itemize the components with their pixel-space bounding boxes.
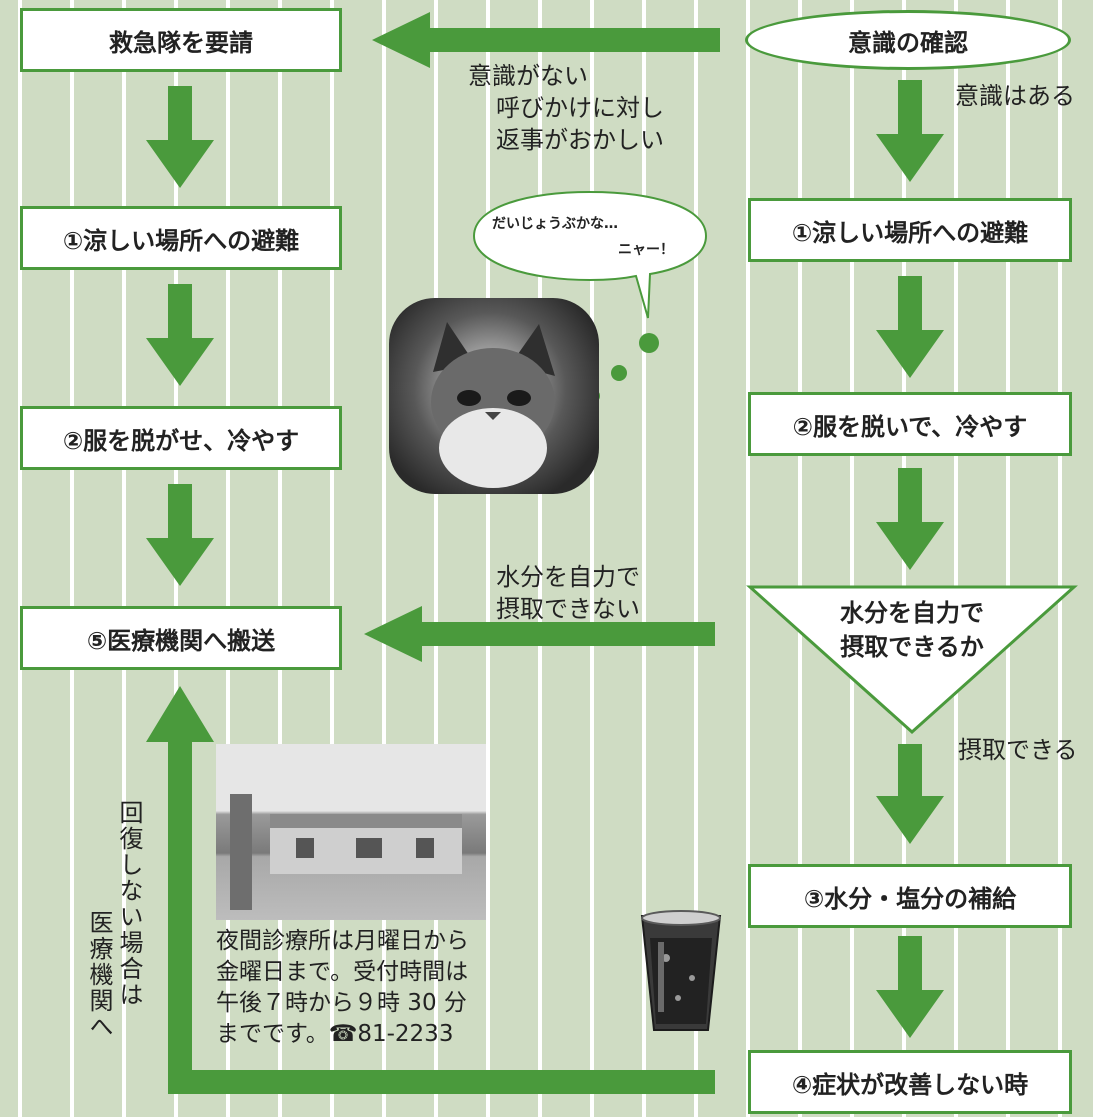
arrow-to-transport <box>364 606 715 662</box>
label-odd-response-line-2: 返事がおかしい <box>496 126 664 154</box>
clinic-caption: 夜間診療所は月曜日から 金曜日まで。受付時間は 午後７時から９時 30 分 まで… <box>216 926 469 1050</box>
cat-photo <box>389 298 599 494</box>
water-glass-icon <box>640 910 722 1031</box>
label-not-recovered-1: 回復しない場合は <box>115 800 143 1008</box>
arrow-down-right-5 <box>876 936 944 1038</box>
node-call-ambulance: 救急隊を要請 <box>20 8 342 72</box>
node-label: ②服を脱がせ、冷やす <box>62 426 300 455</box>
node-right-undress: ②服を脱いで、冷やす <box>748 392 1072 456</box>
label-unconscious: 意識がない <box>468 62 588 90</box>
node-label: ②服を脱いで、冷やす <box>792 412 1028 441</box>
arrow-down-right-3 <box>876 468 944 570</box>
label-odd-response: 呼びかけに対し 返事がおかしい <box>496 92 664 156</box>
label-cannot-drink: 水分を自力で 摂取できない <box>496 561 640 625</box>
label-cannot-drink-line-1: 水分を自力で <box>496 563 640 591</box>
caption-line-2: 金曜日まで。受付時間は <box>216 959 469 985</box>
clinic-photo <box>216 744 486 920</box>
decision-line-1: 水分を自力で <box>840 599 984 627</box>
building-icon <box>230 794 462 910</box>
thought-dot-medium <box>611 365 627 381</box>
thought-dot-large <box>639 333 659 353</box>
node-label: 意識の確認 <box>848 28 968 57</box>
node-label: ①涼しい場所への避難 <box>791 218 1029 247</box>
decision-line-2: 摂取できるか <box>840 633 984 661</box>
node-label: ③水分・塩分の補給 <box>803 884 1017 913</box>
label-conscious: 意識はある <box>955 82 1075 110</box>
arrow-down-right-4 <box>876 744 944 844</box>
label-not-recovered-2: 医療機関へ <box>85 910 113 1040</box>
label-can-drink: 摂取できる <box>958 736 1078 764</box>
node-label: 救急隊を要請 <box>109 28 253 57</box>
bubble-line-2: ニャー！ <box>618 242 674 258</box>
arrow-down-left-1 <box>146 86 214 188</box>
label-odd-response-line-1: 呼びかけに対し <box>496 94 664 122</box>
node-left-evacuate: ①涼しい場所への避難 <box>20 206 342 270</box>
bubble-line-1: だいじょうぶかな… <box>492 216 618 232</box>
node-left-undress: ②服を脱がせ、冷やす <box>20 406 342 470</box>
caption-line-1: 夜間診療所は月曜日から <box>216 928 469 954</box>
arrow-to-ambulance <box>372 12 720 68</box>
arrow-down-right-2 <box>876 276 944 378</box>
arrow-down-left-2 <box>146 284 214 386</box>
node-left-transport: ⑤医療機関へ搬送 <box>20 606 342 670</box>
node-label: ④症状が改善しない時 <box>791 1070 1029 1099</box>
arrow-down-right-1 <box>876 80 944 182</box>
arrow-return-up <box>146 686 715 1094</box>
caption-line-4: までです。☎81-2233 <box>216 1021 454 1047</box>
node-label: ⑤医療機関へ搬送 <box>86 626 276 655</box>
node-hydrate: ③水分・塩分の補給 <box>748 864 1072 928</box>
node-right-evacuate: ①涼しい場所への避難 <box>748 198 1072 262</box>
cat-icon <box>431 322 555 488</box>
node-no-improve: ④症状が改善しない時 <box>748 1050 1072 1114</box>
speech-bubble: だいじょうぶかな… ニャー！ <box>472 190 708 319</box>
decision-label: 水分を自力で 摂取できるか <box>780 596 1044 664</box>
node-check-consciousness: 意識の確認 <box>745 10 1071 70</box>
label-cannot-drink-line-2: 摂取できない <box>496 595 640 623</box>
caption-line-3: 午後７時から９時 30 分 <box>216 990 467 1016</box>
node-label: ①涼しい場所への避難 <box>62 226 300 255</box>
decision-triangle <box>746 585 1078 735</box>
arrow-down-left-3 <box>146 484 214 586</box>
